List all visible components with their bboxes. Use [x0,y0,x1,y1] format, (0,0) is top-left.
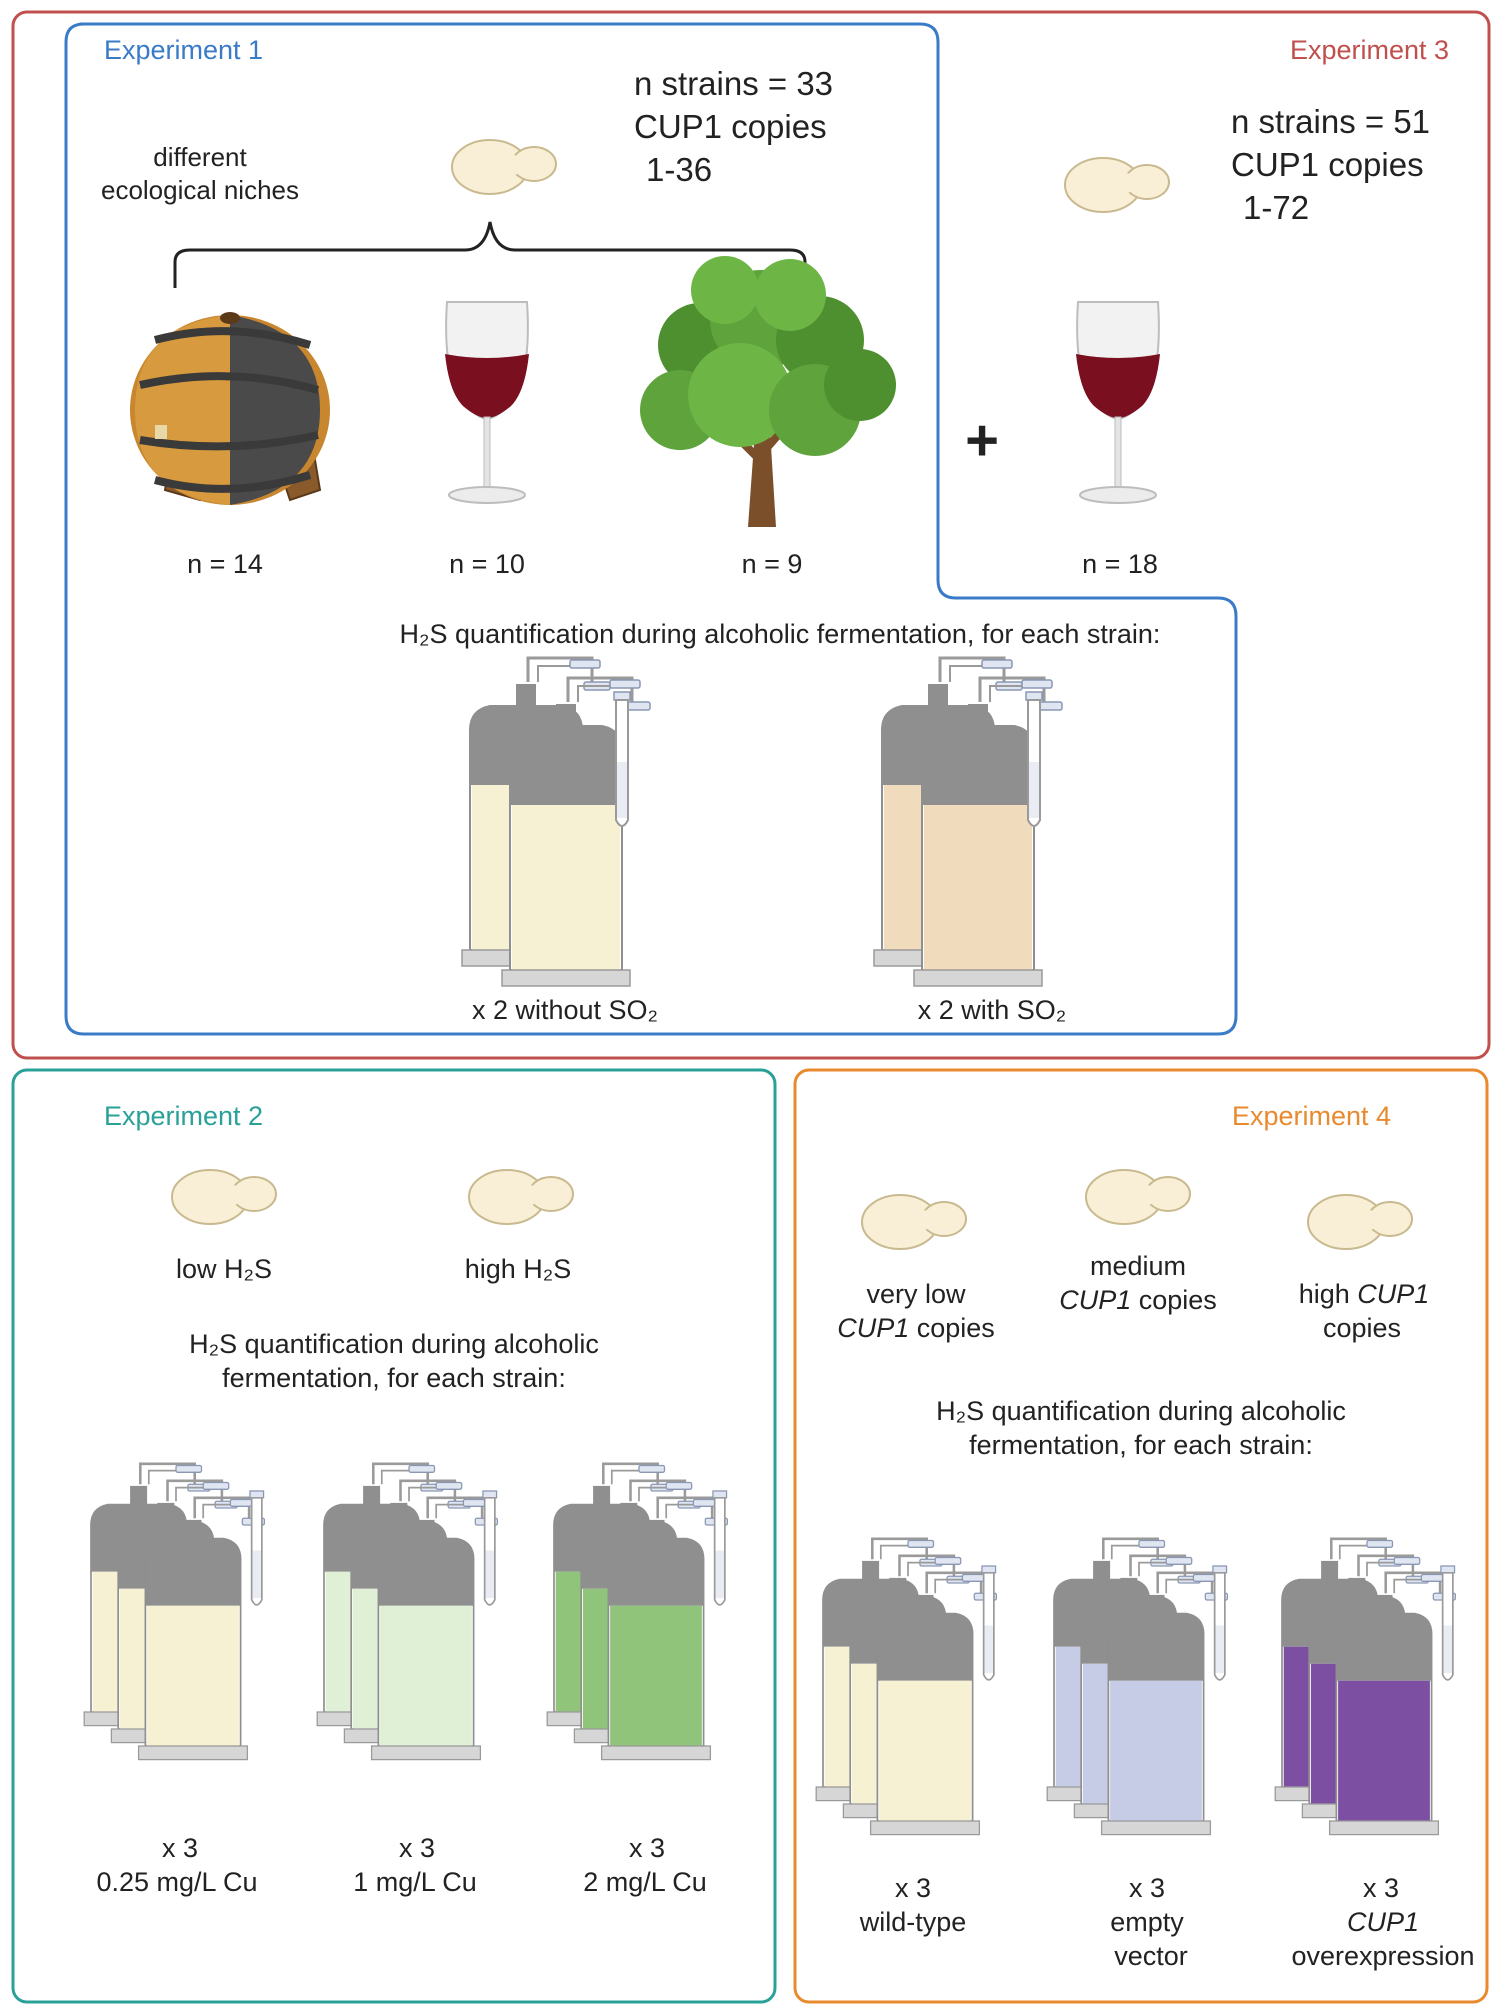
low-h2s-yeast-icon [171,1169,277,1225]
medium-cup1-yeast-icon [1085,1169,1191,1225]
exp4-cond3-replicates: x 3 [1363,1873,1399,1903]
exp1-cup1-range: 1-36 [646,151,712,188]
brace [173,221,807,288]
exp2-cond1-replicates: x 3 [162,1833,198,1863]
sidetube-icon [1212,1565,1228,1681]
fermentor-group-wild-type [815,1537,998,1836]
fermentor-group-without-so2 [460,656,652,988]
high-cup1-yeast-icon [1307,1194,1413,1250]
exp2-cond3-copper: 2 mg/L Cu [583,1867,707,1897]
condition-with-so2: x 2 with SO₂ [918,995,1067,1025]
very-low-cup1-yeast-icon [861,1194,967,1250]
exp3-yeast-icon [1064,157,1170,213]
sidetube-icon [482,1490,498,1606]
low-h2s-label: low H₂S [176,1254,272,1284]
fermentor-unit [1100,1571,1229,1836]
high-h2s-label: high H₂S [465,1254,572,1284]
high-h2s-yeast-icon [468,1169,574,1225]
exp3-cup1-label: CUP1 copies [1231,146,1424,183]
plus-sign: + [965,408,999,473]
fermentor-group-1-cu [316,1462,499,1761]
exp2-cond3-replicates: x 3 [629,1833,665,1863]
medium-label-line1: medium [1090,1251,1186,1281]
yeast-icon [451,139,557,195]
sidetube-icon [712,1490,728,1606]
fermentor-unit [370,1496,499,1761]
experiment-4-frame [793,1068,1489,2004]
exp3-strain-count: n strains = 51 [1231,103,1430,140]
exp4-cond1-replicates: x 3 [895,1873,931,1903]
niches-label-line1: different [153,142,247,172]
exp4-cond2-label-line2: vector [1114,1941,1188,1971]
exp4-quantification-line2: fermentation, for each strain: [969,1430,1313,1460]
wine-glass-icon [444,301,530,504]
sidetube-icon [981,1565,997,1681]
fermentor-unit [869,1571,998,1836]
sidetube-icon [249,1490,265,1606]
niches-label-line2: ecological niches [101,175,299,205]
exp1-strain-count: n strains = 33 [634,65,833,102]
fermentor-unit [137,1496,266,1761]
exp4-cond2-label-line1: empty [1110,1907,1184,1937]
fermentor-unit [913,676,1063,987]
exp1-cup1-label: CUP1 copies [634,108,827,145]
condition-without-so2: x 2 without SO₂ [472,995,658,1025]
experiment-4-title: Experiment 4 [1232,1101,1391,1131]
experiment-3-title: Experiment 3 [1290,35,1449,65]
barrel-strain-count: n = 14 [187,549,263,579]
fermentor-group-cup1-overexpression [1274,1537,1457,1836]
fermentor-group-025-cu [83,1462,266,1761]
experiment-1-title: Experiment 1 [104,35,263,65]
high-label-line2: copies [1323,1313,1401,1343]
experiment-1-frame [64,22,1238,1036]
very-low-label-line2: CUP1 copies [837,1313,995,1343]
exp3-wine-glass-icon [1075,301,1161,504]
exp4-cond3-label-line1: CUP1 [1347,1907,1419,1937]
exp2-cond1-copper: 0.25 mg/L Cu [96,1867,257,1897]
exp3-strain-count-n: n = 18 [1082,549,1158,579]
exp4-cond1-label: wild-type [859,1907,967,1937]
sidetube-icon [1440,1565,1456,1681]
experiment-2-frame [11,1068,777,2004]
fermentor-group-2-cu [546,1462,729,1761]
tree-icon [640,256,896,527]
exp2-quantification-line2: fermentation, for each strain: [222,1363,566,1393]
experiment-2-title: Experiment 2 [104,1101,263,1131]
exp2-cond2-replicates: x 3 [399,1833,435,1863]
high-label-line1: high CUP1 [1299,1279,1430,1309]
exp4-cond3-label-line2: overexpression [1291,1941,1474,1971]
fermentor-unit [1328,1571,1457,1836]
very-low-label-line1: very low [866,1279,966,1309]
barrel-icon [130,312,330,505]
fermentor-group-empty-vector [1046,1537,1229,1836]
exp2-quantification-line1: H₂S quantification during alcoholic [189,1329,599,1359]
wine-strain-count: n = 10 [449,549,525,579]
exp3-cup1-range: 1-72 [1243,189,1309,226]
fermentor-group-with-so2 [873,656,1063,987]
exp2-cond2-copper: 1 mg/L Cu [353,1867,477,1897]
exp4-cond2-replicates: x 3 [1129,1873,1165,1903]
medium-label-line2: CUP1 copies [1059,1285,1217,1315]
exp1-quantification-title: H₂S quantification during alcoholic ferm… [400,619,1161,649]
experiment-3-frame [11,10,1491,1060]
tree-strain-count: n = 9 [742,549,803,579]
exp4-quantification-line1: H₂S quantification during alcoholic [936,1396,1346,1426]
